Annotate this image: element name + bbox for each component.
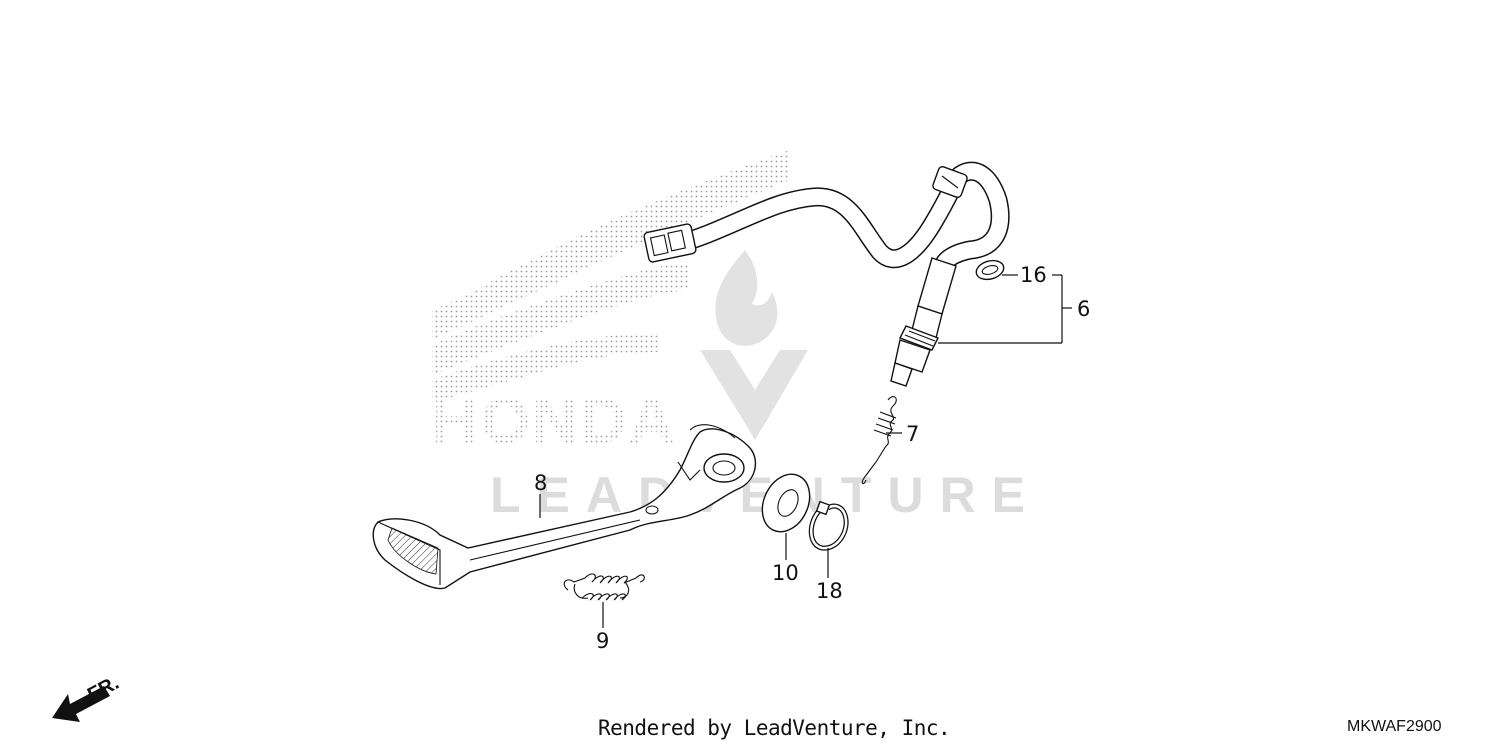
callout-7: 7 — [906, 422, 919, 446]
callout-10: 10 — [772, 561, 799, 585]
brake-switch-cable — [665, 161, 1010, 272]
brake-pedal-icon — [372, 424, 757, 590]
honda-wing-logo: HONDA — [432, 150, 790, 457]
leadventure-watermark: LEADVENTURE — [490, 250, 1041, 523]
hose-clamp-icon — [975, 259, 1005, 281]
diagram-code: MKWAF2900 — [1347, 718, 1442, 735]
callout-16: 16 — [1020, 263, 1047, 287]
callout-6: 6 — [1077, 297, 1090, 321]
cable-connector-icon — [643, 223, 697, 263]
switch-spring-icon — [861, 396, 897, 485]
pedal-return-spring-icon — [563, 573, 645, 601]
callout-9: 9 — [596, 629, 609, 653]
washer-icon — [761, 473, 811, 533]
callout-18: 18 — [816, 579, 843, 603]
snap-ring-icon — [808, 500, 849, 551]
callout-8: 8 — [534, 471, 547, 495]
cable-clip-icon — [932, 166, 968, 198]
brake-light-switch-icon — [890, 257, 957, 387]
leadventure-text: LEADVENTURE — [490, 467, 1041, 523]
leader-lines — [539, 274, 1072, 628]
footer-credit: Rendered by LeadVenture, Inc. — [598, 716, 951, 740]
honda-brand-text: HONDA — [432, 385, 677, 457]
front-direction-arrow-icon: FR. — [52, 672, 123, 722]
